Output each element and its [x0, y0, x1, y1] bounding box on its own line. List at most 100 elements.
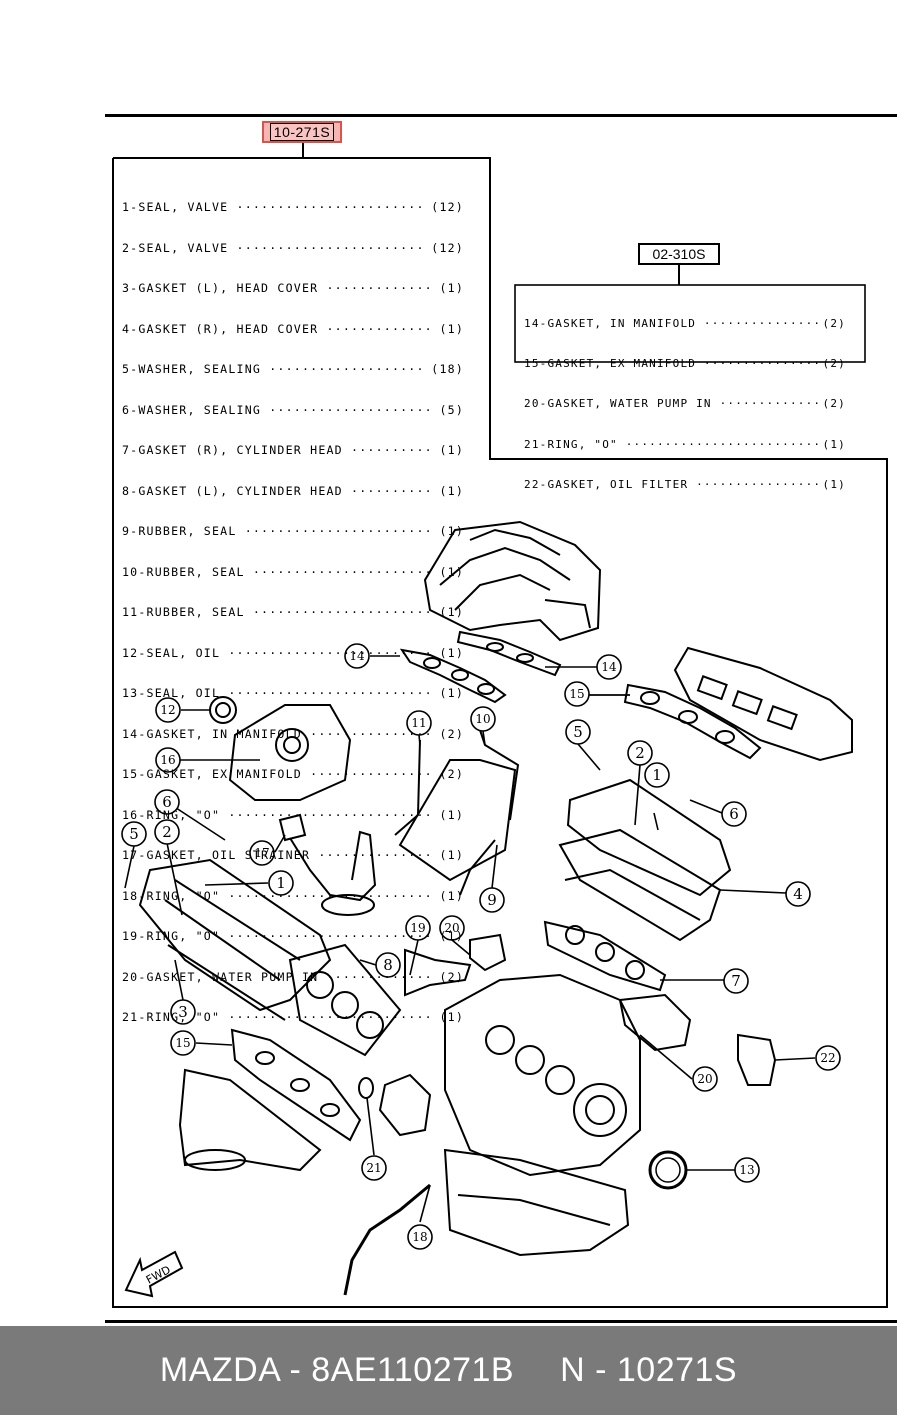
callout-8: 8	[375, 952, 401, 978]
svg-text:10: 10	[475, 712, 490, 726]
kit-callout-tag: 10-271S	[262, 121, 342, 143]
parts-list-item: 5-WASHER, SEALING ······················…	[122, 362, 464, 376]
callout-5b: 5	[565, 719, 591, 745]
exhaust-manifold-gasket-right-sketch	[623, 683, 762, 760]
svg-text:14: 14	[349, 649, 365, 663]
parts-list-item: 14-GASKET, IN MANIFOLD ·················…	[524, 316, 846, 330]
svg-text:22: 22	[820, 1051, 835, 1065]
callout-6: 6	[154, 789, 180, 815]
callout-9: 9	[479, 887, 505, 913]
callout-14b: 14	[596, 654, 622, 680]
callout-2b: 2	[627, 740, 653, 766]
svg-text:15: 15	[569, 687, 584, 701]
callout-10: 10	[470, 706, 496, 732]
parts-list-item: 16-RING, "O" ···························…	[122, 807, 464, 822]
callout-11: 11	[406, 710, 432, 736]
svg-text:7: 7	[731, 972, 741, 990]
callout-13: 13	[734, 1157, 760, 1183]
callout-2: 2	[154, 819, 180, 845]
intake-manifold-sketch	[423, 520, 602, 642]
leader-lines	[124, 655, 816, 1223]
engine-block-sketch	[444, 973, 641, 1177]
parts-list-item: 8-GASKET (L), CYLINDER HEAD ············…	[122, 483, 464, 498]
diagram-frame	[112, 157, 888, 1308]
svg-text:5: 5	[573, 723, 583, 741]
callout-16: 16	[155, 747, 181, 773]
callout-1b: 1	[644, 762, 670, 788]
parts-list-item: 15-GASKET, EX MANIFOLD ·················…	[122, 767, 464, 781]
parts-list-item: 19-RING, "O" ···························…	[122, 929, 464, 943]
parts-list-item: 20-GASKET, WATER PUMP IN ···············…	[524, 397, 846, 411]
svg-text:13: 13	[739, 1163, 754, 1177]
parts-list-item: 12-SEAL, OIL ···························…	[122, 645, 464, 660]
top-rule	[105, 114, 897, 117]
rubber-seals-sketch	[394, 729, 520, 896]
callout-3: 3	[170, 999, 196, 1025]
head-cover-right-sketch	[558, 778, 732, 942]
callout-4: 4	[785, 881, 811, 907]
water-pump-sketch	[358, 1073, 432, 1137]
svg-text:1: 1	[276, 874, 286, 892]
callout-19: 19	[405, 915, 431, 941]
svg-text:12: 12	[160, 703, 175, 717]
svg-text:20: 20	[444, 921, 459, 935]
intake-manifold-gasket-sketch	[399, 630, 562, 704]
callout-7: 7	[723, 968, 749, 994]
parts-list-item: 22-GASKET, OIL FILTER ··················…	[524, 478, 846, 492]
callout-17: 17	[249, 840, 275, 866]
callout-6b: 6	[721, 801, 747, 827]
svg-text:16: 16	[160, 753, 175, 767]
parts-list-item: 9-RUBBER, SEAL ·························…	[122, 524, 464, 538]
parts-list-item: 18-RING, "O" ···························…	[122, 888, 464, 903]
parts-list-item: 14-GASKET, IN MANIFOLD ·················…	[122, 726, 464, 741]
svg-text:11: 11	[411, 716, 426, 730]
parts-list-item: 3-GASKET (L), HEAD COVER ···············…	[122, 281, 464, 295]
exhaust-manifold-right-sketch	[673, 646, 853, 762]
callout-1: 1	[268, 870, 294, 896]
head-cover-left-sketch	[138, 858, 332, 1021]
svg-text:18: 18	[412, 1230, 427, 1244]
callout-18: 18	[407, 1224, 433, 1250]
callout-14: 14	[344, 643, 370, 669]
callout-15b: 15	[170, 1030, 196, 1056]
parts-list-item: 7-GASKET (R), CYLINDER HEAD ············…	[122, 443, 464, 457]
svg-text:6: 6	[162, 793, 172, 811]
parts-list-item: 2-SEAL, VALVE ··························…	[122, 240, 464, 255]
parts-list-item: 4-GASKET (R), HEAD COVER ···············…	[122, 321, 464, 336]
parts-list-item: 20-GASKET, WATER PUMP IN ···············…	[122, 969, 464, 984]
callout-12: 12	[155, 697, 181, 723]
callout-20b: 20	[692, 1066, 718, 1092]
kit-callout-label: 10-271S	[269, 123, 335, 141]
fwd-arrow-icon: FWD	[124, 1250, 184, 1298]
callout-15: 15	[564, 681, 590, 707]
svg-text:4: 4	[793, 885, 803, 903]
svg-text:2: 2	[162, 823, 172, 841]
svg-text:17: 17	[254, 846, 269, 860]
svg-text:3: 3	[178, 1003, 188, 1021]
svg-text:6: 6	[729, 805, 739, 823]
secondary-kit-callout-tag: 02-310S	[638, 243, 720, 265]
svg-text:2: 2	[635, 744, 645, 762]
svg-text:21: 21	[366, 1161, 381, 1175]
main-parts-list: 1-SEAL, VALVE ··························…	[122, 174, 464, 1038]
parts-list-item: 1-SEAL, VALVE ··························…	[122, 200, 464, 214]
callout-bubbles: 1 1 2 2 3 4 5 5 6 6 7 8 9 10 11 12 13 14…	[121, 643, 841, 1250]
parts-list-item: 21-RING, "O" ···························…	[524, 437, 846, 451]
footer-bar: MAZDA - 8AE110271B N - 10271S	[0, 1326, 897, 1415]
footer-part-number: MAZDA - 8AE110271B	[159, 1351, 515, 1389]
footer-kit-number: N - 10271S	[560, 1351, 738, 1389]
svg-text:9: 9	[487, 891, 497, 909]
svg-text:20: 20	[697, 1072, 712, 1086]
secondary-kit-callout-label: 02-310S	[652, 246, 706, 262]
cylinder-head-gasket-left-sketch	[288, 943, 402, 1057]
exhaust-manifold-left-sketch	[178, 1028, 362, 1172]
svg-text:15: 15	[175, 1036, 190, 1050]
dipstick-tube-sketch	[343, 1183, 431, 1296]
parts-list-item: 10-RUBBER, SEAL ························…	[122, 564, 464, 579]
kit-callout-stem	[302, 143, 304, 157]
secondary-parts-list: 14-GASKET, IN MANIFOLD ·················…	[524, 290, 846, 505]
svg-text:5: 5	[129, 825, 139, 843]
parts-list-item: 17-GASKET, OIL STRAINER ················…	[122, 848, 464, 862]
parts-list-item: 21-RING, "O" ···························…	[122, 1010, 464, 1024]
